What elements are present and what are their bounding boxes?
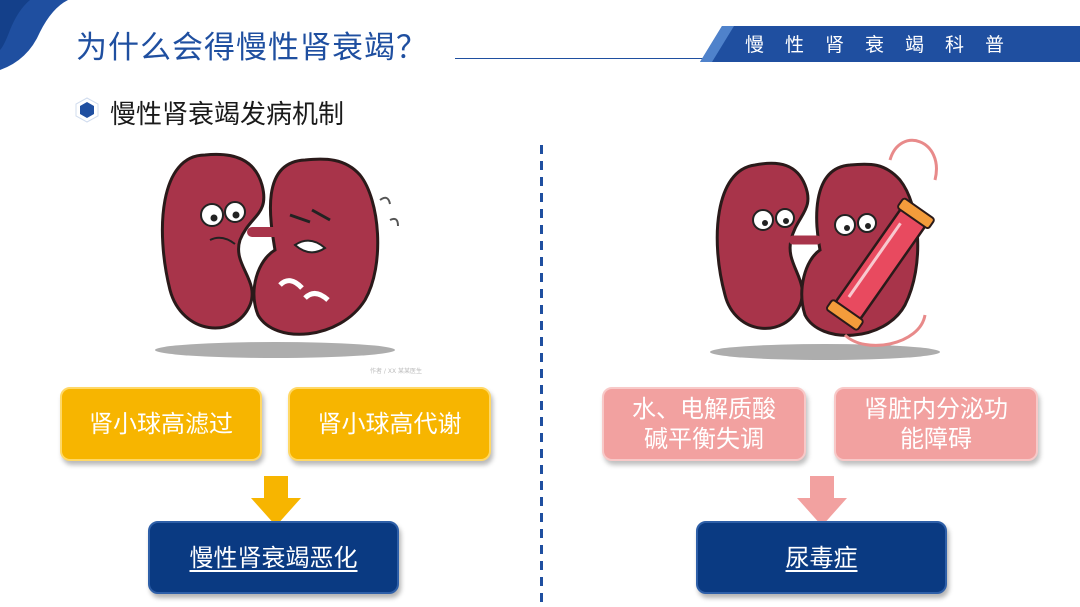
column-divider (540, 145, 543, 607)
box-label-line2: 碱平衡失调 (644, 425, 764, 453)
endocrine-dysfunction-box: 肾脏内分泌功 能障碍 (834, 387, 1038, 461)
box-label: 慢性肾衰竭恶化 (189, 543, 358, 572)
ckd-worsening-box: 慢性肾衰竭恶化 (148, 521, 399, 594)
kidneys-illustration-right (710, 138, 940, 360)
page-title: 为什么会得慢性肾衰竭？ (76, 30, 428, 66)
arrow-down-icon (251, 476, 301, 526)
hexagon-bullet-icon (75, 97, 99, 123)
corner-decoration (0, 0, 68, 70)
box-label-line1: 肾脏内分泌功 (864, 395, 1008, 423)
box-label-line1: 水、电解质酸 (632, 395, 776, 423)
header-banner-label: 慢性肾衰竭科普 (745, 34, 1026, 56)
kidneys-illustration-left (155, 152, 399, 358)
header-banner (700, 26, 1080, 62)
box-label: 肾小球高滤过 (89, 410, 233, 438)
section-subtitle: 慢性肾衰竭发病机制 (110, 100, 345, 130)
box-label-line2: 能障碍 (900, 425, 972, 453)
electrolyte-imbalance-box: 水、电解质酸 碱平衡失调 (602, 387, 806, 461)
box-label: 尿毒症 (785, 543, 858, 572)
arrow-down-icon (797, 476, 847, 526)
glomerular-hypermetabolism-box: 肾小球高代谢 (288, 387, 491, 461)
box-label: 肾小球高代谢 (317, 410, 462, 438)
title-underline (455, 58, 755, 59)
uremia-box: 尿毒症 (696, 521, 947, 594)
glomerular-hyperfiltration-box: 肾小球高滤过 (60, 387, 262, 461)
image-caption: 作者 / XX 某某医生 (370, 368, 422, 375)
